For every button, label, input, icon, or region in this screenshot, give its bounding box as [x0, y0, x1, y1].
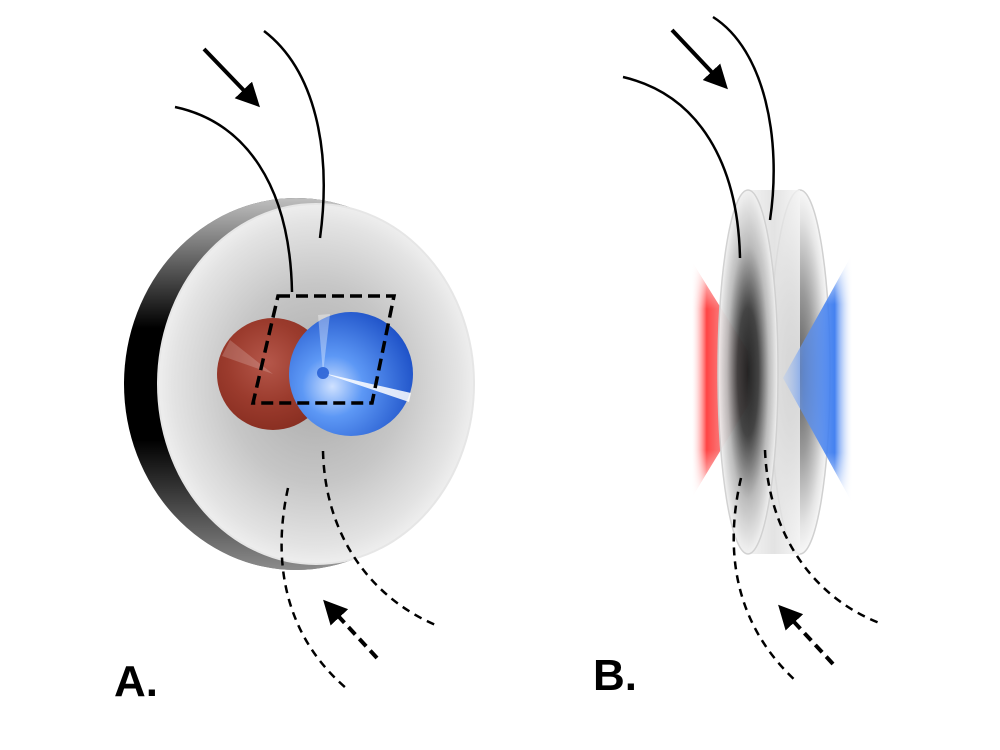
outgoing-flow-line-left: [732, 477, 798, 683]
disk-front-face: [717, 189, 779, 555]
panel-label-a: A.: [114, 657, 158, 706]
blue-dipole-cone: [783, 255, 852, 502]
incoming-flow-line-left: [174, 105, 294, 293]
blue-dipole-sphere: [289, 312, 413, 436]
panel-a: [124, 30, 475, 689]
outgoing-flow-line-right: [763, 449, 883, 626]
incoming-arrow: [670, 28, 728, 90]
panel-b: [622, 15, 883, 683]
incoming-arrow: [202, 47, 260, 108]
observation-window: [250, 294, 397, 405]
incoming-flow-line-right: [263, 30, 325, 239]
incoming-flow-line-right: [712, 15, 775, 221]
incoming-flow-line-left: [622, 75, 742, 259]
outgoing-flow-line-right: [321, 450, 439, 628]
outgoing-arrow: [323, 599, 379, 660]
outgoing-flow-line-left: [280, 487, 347, 689]
outgoing-arrow: [778, 604, 835, 666]
panel-label-b: B.: [593, 651, 637, 700]
